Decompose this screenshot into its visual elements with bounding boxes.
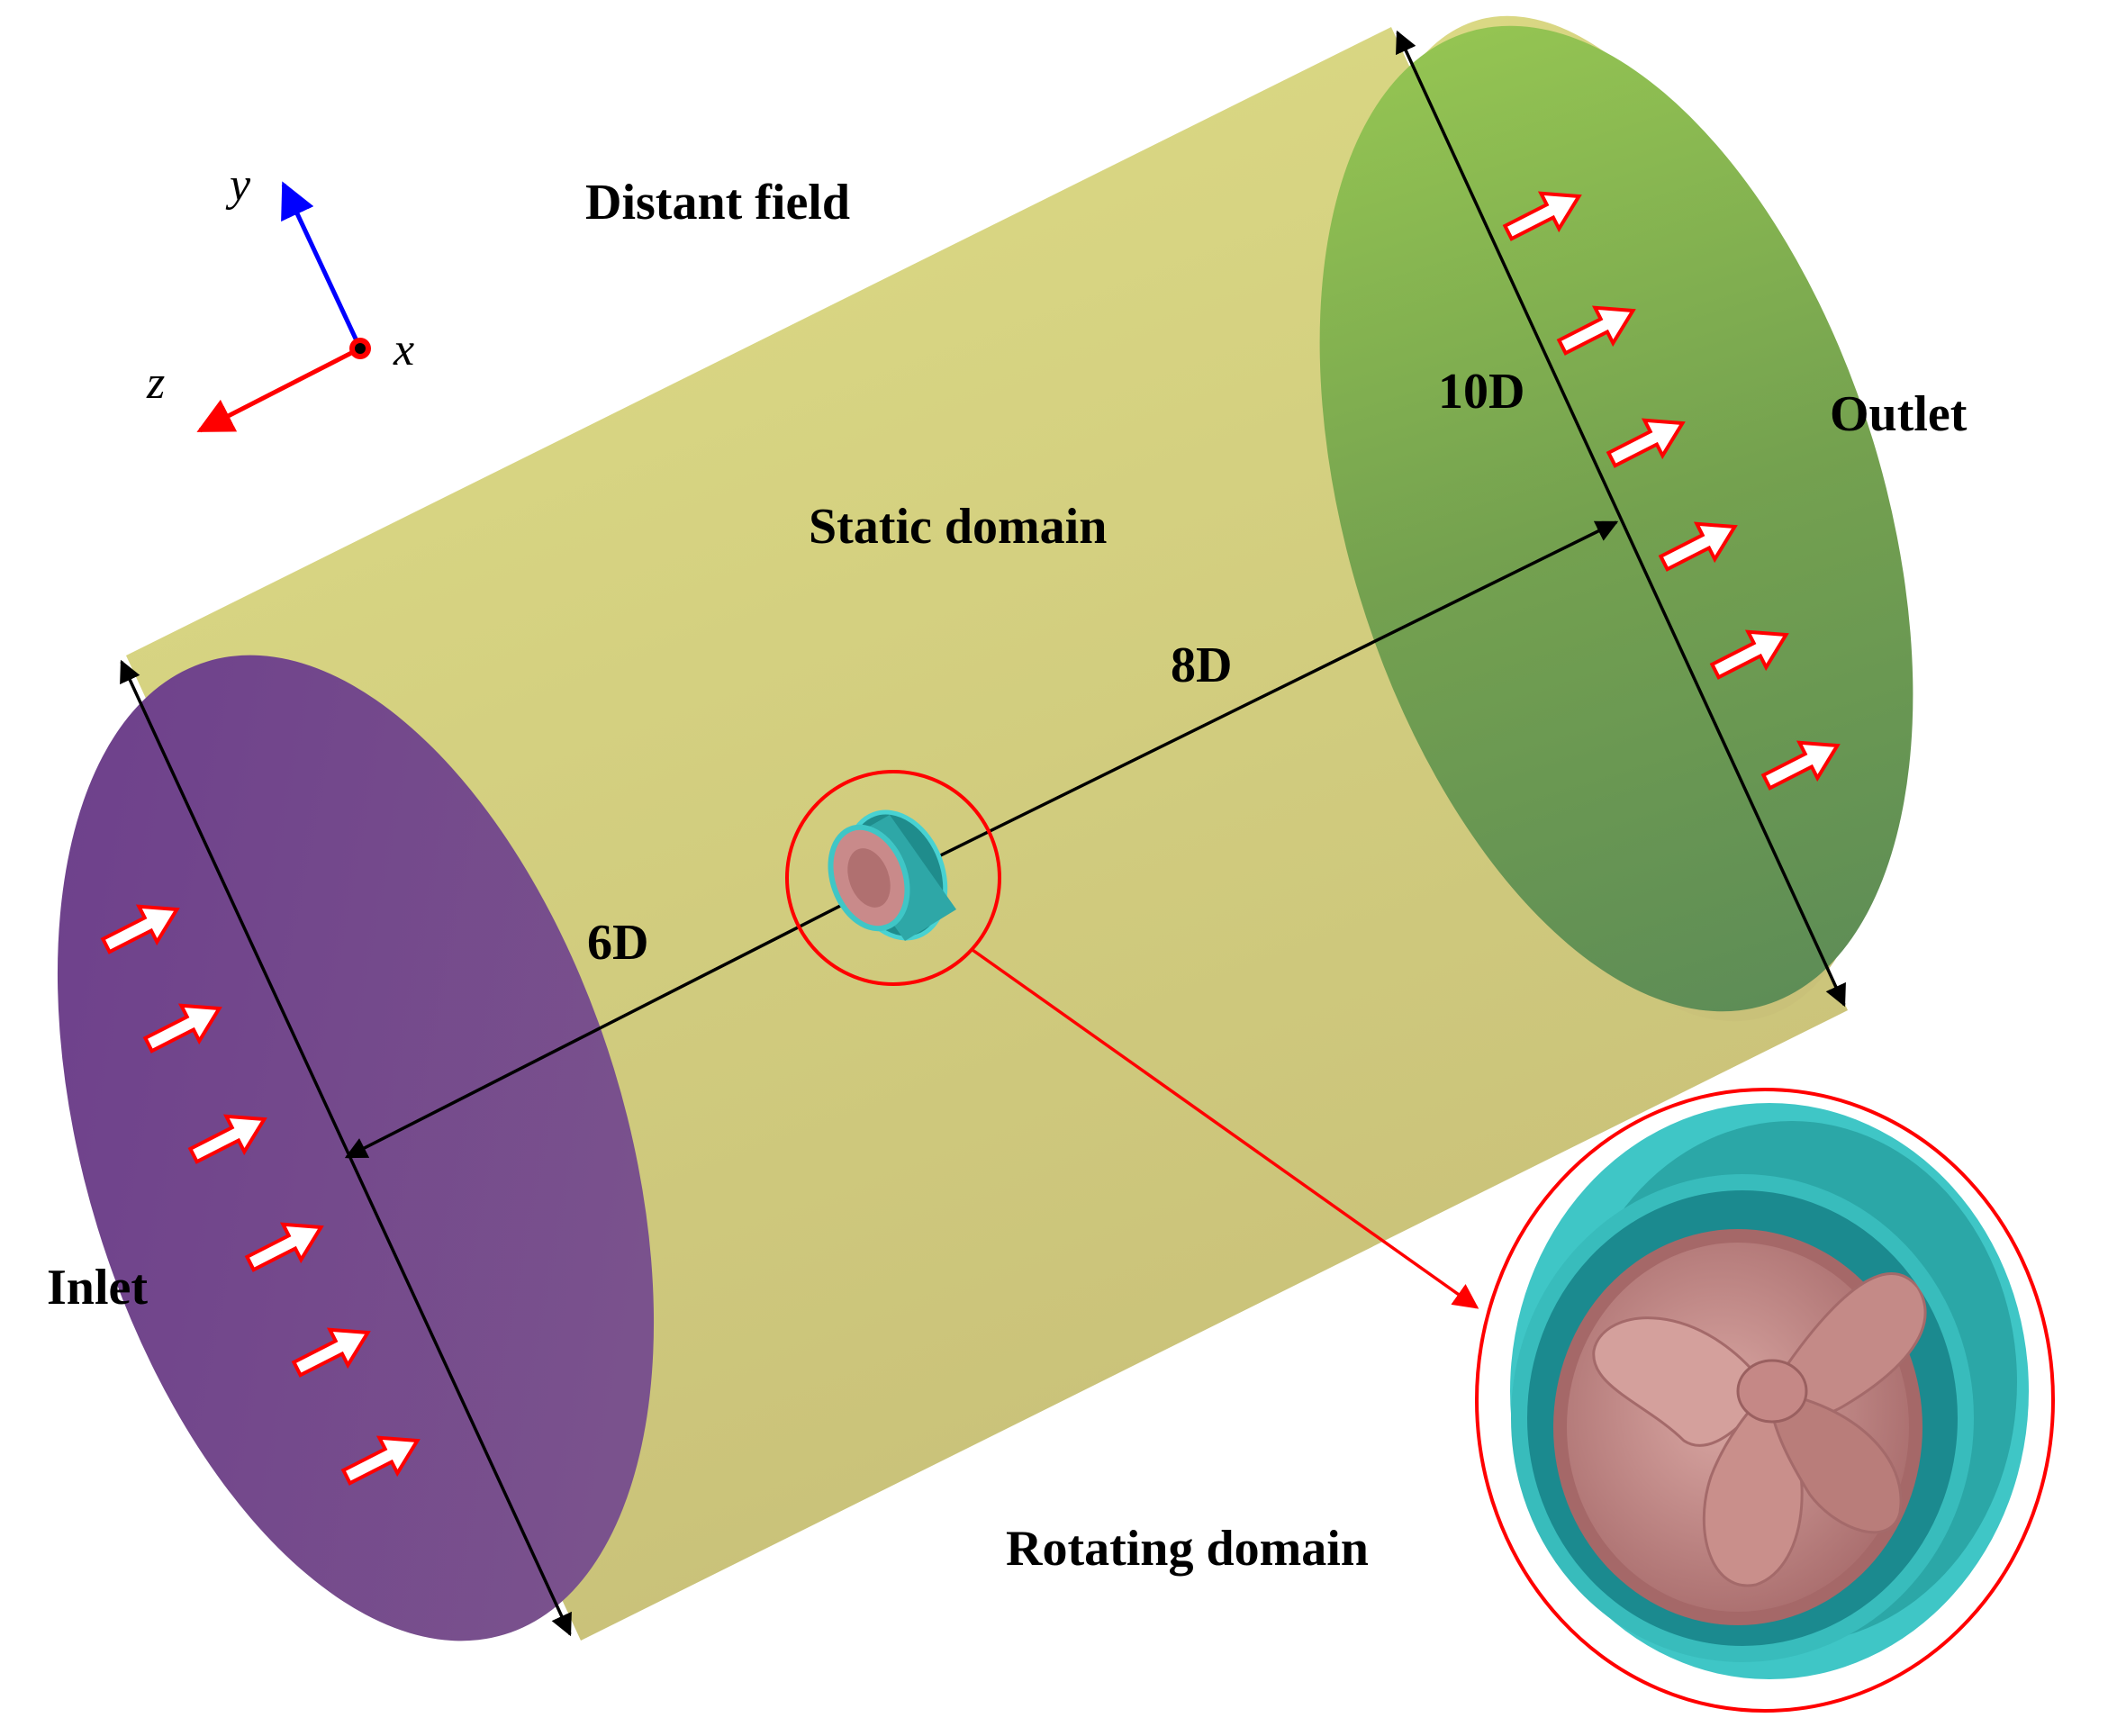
propeller-hub [1736, 1359, 1808, 1424]
flow-arrow [187, 1114, 267, 1164]
propeller-blade [1702, 1388, 1804, 1587]
z-axis-label: z [146, 357, 165, 409]
x-axis-label: x [393, 324, 414, 375]
flow-arrow [1760, 740, 1841, 791]
flow-arrow [1658, 521, 1738, 572]
flow-arrow [244, 1222, 324, 1272]
downstream-length-label: 8D [1171, 637, 1232, 693]
upstream-length-label: 6D [587, 915, 648, 971]
propeller-blade [1592, 1316, 1771, 1447]
inlet-flow-arrows [100, 904, 421, 1486]
flow-arrow [1606, 418, 1686, 468]
flow-arrow [291, 1327, 371, 1378]
flow-arrow [1556, 305, 1636, 356]
highlight-circle [785, 770, 1001, 986]
inlet-label: Inlet [47, 1260, 148, 1316]
flow-arrow [1709, 629, 1789, 680]
distant-field-label: Distant field [585, 175, 850, 231]
outlet-diameter-label: 10D [1438, 364, 1524, 420]
flow-arrow [340, 1435, 421, 1486]
propeller-blade [1768, 1389, 1903, 1534]
upstream-length-dimension-line [344, 873, 903, 1159]
rotating-domain-inset [1475, 1088, 2055, 1713]
y-axis-label: y [225, 159, 251, 211]
flow-arrow [142, 1003, 222, 1053]
flow-arrow [100, 904, 180, 954]
flow-arrow [1502, 191, 1582, 241]
rotating-domain-label: Rotating domain [1006, 1521, 1369, 1577]
outlet-label: Outlet [1830, 386, 1968, 442]
rotating-domain-small [828, 809, 956, 941]
coordinate-axes: y x z [146, 159, 414, 433]
outlet-flow-arrows [1502, 191, 1841, 791]
zoom-connector-line [971, 948, 1479, 1309]
static-domain-label: Static domain [809, 499, 1107, 555]
y-axis-arrow [281, 181, 363, 350]
downstream-length-dimension-line [905, 520, 1619, 873]
outlet-diameter-dimension-line [1396, 30, 1846, 1008]
inset-border [1475, 1088, 2055, 1713]
z-axis-arrow [196, 346, 362, 433]
